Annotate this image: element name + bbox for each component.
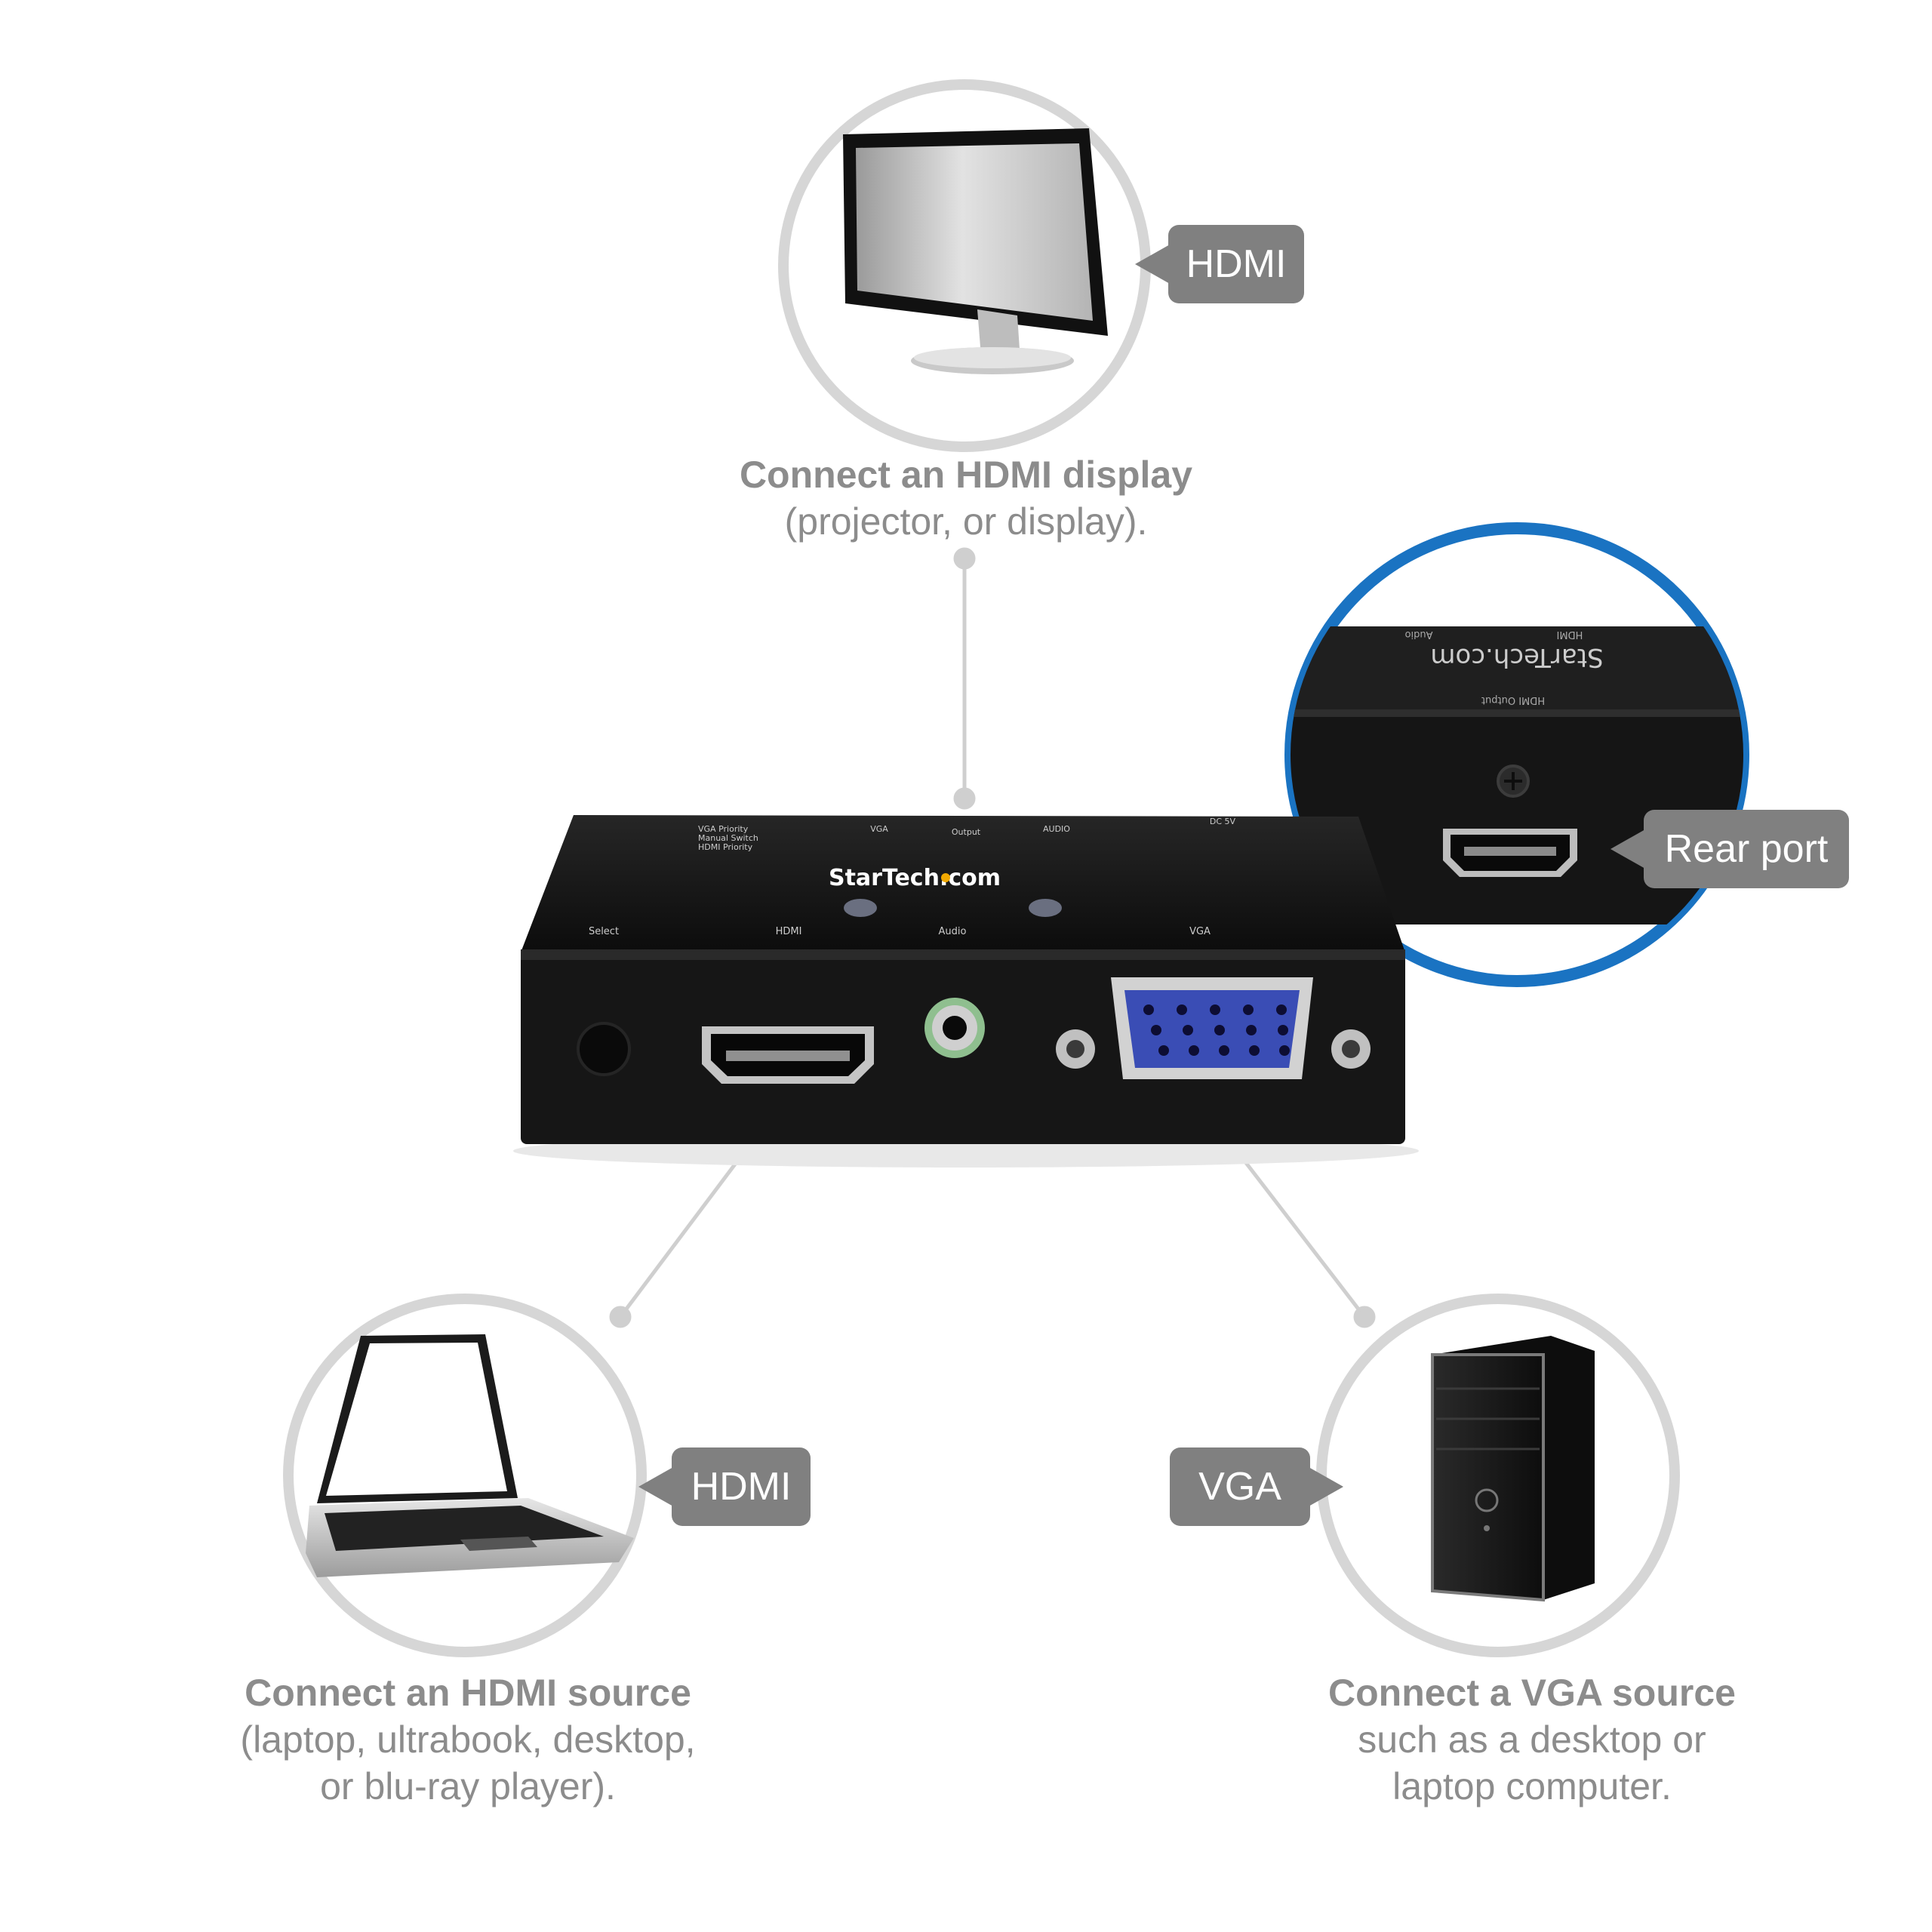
monitor-icon bbox=[843, 128, 1108, 374]
left-caption-line-1: (laptop, ultrabook, desktop, bbox=[240, 1718, 696, 1761]
vga-pin bbox=[1189, 1045, 1199, 1056]
front-label-audio: Audio bbox=[939, 926, 967, 937]
audio-jack bbox=[924, 998, 985, 1058]
front-label-vga: VGA bbox=[1189, 926, 1211, 937]
vga-pin bbox=[1278, 1025, 1288, 1035]
top-label-dc: DC 5V bbox=[1210, 817, 1236, 826]
left-caption: Connect an HDMI source (laptop, ultraboo… bbox=[174, 1669, 762, 1810]
laptop-icon bbox=[306, 1334, 634, 1577]
top-caption-head: Connect an HDMI display bbox=[739, 454, 1193, 496]
vga-pin bbox=[1158, 1045, 1169, 1056]
vga-pin bbox=[1249, 1045, 1260, 1056]
top-caption-sub: (projector, or display). bbox=[784, 500, 1148, 543]
top-label-output: Output bbox=[952, 827, 981, 837]
vga-pin bbox=[1219, 1045, 1229, 1056]
right-vga-callout-label: VGA bbox=[1198, 1465, 1281, 1509]
mode-label-1: VGA Priority bbox=[698, 824, 749, 834]
switch-device: StarTech.com VGA Priority Manual Switch … bbox=[513, 815, 1419, 1168]
right-caption-head: Connect a VGA source bbox=[1328, 1672, 1736, 1714]
hdmi-led bbox=[1029, 899, 1062, 917]
vga-pin bbox=[1214, 1025, 1225, 1035]
vga-pin bbox=[1279, 1045, 1290, 1056]
rear-label-audio: Audio bbox=[1404, 629, 1432, 640]
right-vga-callout: VGA bbox=[1170, 1447, 1343, 1526]
vga-pins bbox=[1143, 1004, 1290, 1056]
device-brand: StarTech.com bbox=[829, 865, 1001, 891]
rear-label-hdmi-output: HDMI Output bbox=[1481, 694, 1545, 706]
right-caption-line-1: such as a desktop or bbox=[1358, 1718, 1706, 1761]
vga-pin bbox=[1276, 1004, 1287, 1015]
vga-pin bbox=[1243, 1004, 1254, 1015]
hdmi-input-port bbox=[702, 1026, 874, 1084]
right-caption-line-2: laptop computer. bbox=[1392, 1765, 1672, 1807]
top-label-audio: AUDIO bbox=[1043, 824, 1070, 834]
left-hdmi-callout: HDMI bbox=[638, 1447, 811, 1526]
top-hdmi-callout: HDMI bbox=[1135, 225, 1304, 303]
top-caption: Connect an HDMI display (projector, or d… bbox=[664, 451, 1268, 545]
top-label-vga: VGA bbox=[870, 824, 888, 834]
select-button bbox=[577, 1022, 631, 1076]
left-hdmi-callout-label: HDMI bbox=[691, 1465, 792, 1509]
mode-label-3: HDMI Priority bbox=[698, 842, 753, 852]
rear-port-callout: Rear port bbox=[1611, 810, 1849, 888]
mode-label-2: Manual Switch bbox=[698, 833, 758, 843]
vga-pin bbox=[1183, 1025, 1193, 1035]
left-caption-head: Connect an HDMI source bbox=[245, 1672, 691, 1714]
rear-label-hdmi: HDMI bbox=[1557, 629, 1583, 640]
rear-brand: StarTech.com bbox=[1430, 642, 1603, 672]
vga-pin bbox=[1210, 1004, 1220, 1015]
rear-hdmi-port bbox=[1443, 829, 1577, 877]
front-label-hdmi: HDMI bbox=[776, 926, 802, 937]
vga-pin bbox=[1151, 1025, 1161, 1035]
vga-pin bbox=[1177, 1004, 1187, 1015]
top-hdmi-callout-label: HDMI bbox=[1186, 242, 1287, 286]
vga-pin bbox=[1143, 1004, 1154, 1015]
desktop-tower-icon bbox=[1431, 1336, 1595, 1602]
rear-port-callout-label: Rear port bbox=[1664, 827, 1829, 871]
right-caption: Connect a VGA source such as a desktop o… bbox=[1238, 1669, 1826, 1810]
front-label-select: Select bbox=[589, 926, 619, 937]
brand-dot bbox=[941, 873, 950, 882]
vga-led bbox=[844, 899, 877, 917]
vga-pin bbox=[1246, 1025, 1257, 1035]
left-caption-line-2: or blu-ray player). bbox=[320, 1765, 616, 1807]
